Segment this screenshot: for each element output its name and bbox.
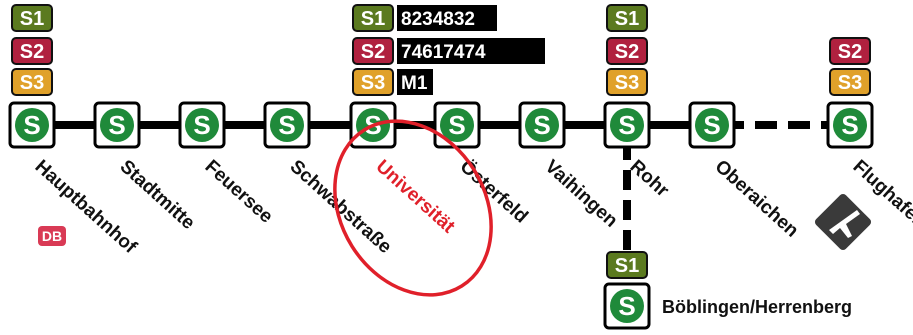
sbahn-symbol-label: S (448, 110, 465, 140)
line-badge-label: S2 (838, 41, 862, 63)
station-name-stadtmitte: Stadtmitte (116, 156, 199, 234)
line-badge-label: S2 (361, 41, 385, 63)
service-number-s2: 74617474 (397, 38, 545, 64)
line-badge-s2: S2 (606, 37, 648, 65)
line-badge-label: S1 (361, 8, 385, 30)
station-boeblingen-herrenberg: S (603, 282, 651, 330)
line-badge-s1: S1 (606, 251, 648, 279)
branch-station-name: Böblingen/Herrenberg (662, 297, 852, 317)
sbahn-symbol-label: S (703, 110, 720, 140)
line-badge-s3: S3 (829, 68, 871, 96)
line-badge-s3: S3 (352, 68, 394, 96)
line-badge-label: S1 (20, 8, 44, 30)
line-badge-label: S2 (615, 41, 639, 63)
line-badge-label: S2 (20, 41, 44, 63)
station-flughafen: S (826, 101, 874, 149)
sbahn-symbol-label: S (23, 110, 40, 140)
sbahn-icon (15, 108, 49, 142)
line-badge-label: S1 (615, 255, 639, 277)
station-vaihingen: S (518, 101, 566, 149)
branch: S1S Böblingen/Herrenberg (603, 251, 852, 330)
station-name-oesterfeld: Österfeld (456, 156, 532, 227)
line-badge-label: S3 (838, 72, 862, 94)
sbahn-icon (610, 289, 644, 323)
line-badge-label: S1 (615, 8, 639, 30)
line-badge-s1: S1 (606, 4, 648, 32)
sbahn-icon (610, 108, 644, 142)
station-name-oberaichen: Oberaichen (711, 156, 803, 242)
highlight-ellipse (333, 119, 493, 297)
station-rohr: S (603, 101, 651, 149)
line-badge-s1: S1 (11, 4, 53, 32)
station-schwabstrasse: S (263, 101, 311, 149)
service-number-s1: 8234832 (397, 5, 497, 31)
sbahn-icon (833, 108, 867, 142)
service-number-s3: M1 (397, 69, 433, 95)
line-badge-s2: S2 (829, 37, 871, 65)
sbahn-icon (185, 108, 219, 142)
station-name-feuersee: Feuersee (201, 156, 277, 227)
sbahn-icon (440, 108, 474, 142)
sbahn-symbol-label: S (618, 291, 635, 321)
station-oesterfeld: S (433, 101, 481, 149)
line-badge-label: S3 (615, 72, 639, 94)
service-number-label: 74617474 (401, 42, 486, 63)
line-badge-s3: S3 (606, 68, 648, 96)
service-number-label: M1 (401, 73, 428, 94)
db-badge: DB (38, 226, 66, 246)
sbahn-icon (695, 108, 729, 142)
sbahn-symbol-label: S (193, 110, 210, 140)
sbahn-symbol-label: S (841, 110, 858, 140)
station-name-rohr: Rohr (626, 156, 673, 202)
db-badge-label: DB (42, 228, 62, 244)
station-name-vaihingen: Vaihingen (541, 156, 622, 232)
sbahn-icon (270, 108, 304, 142)
station-feuersee: S (178, 101, 226, 149)
station-hauptbahnhof: S (8, 101, 56, 149)
line-badge-s2: S2 (352, 37, 394, 65)
station-stadtmitte: S (93, 101, 141, 149)
service-number-label: 8234832 (401, 9, 475, 30)
line-badge-s2: S2 (11, 37, 53, 65)
sbahn-symbol-label: S (108, 110, 125, 140)
sbahn-symbol-label: S (618, 110, 635, 140)
sbahn-symbol-label: S (278, 110, 295, 140)
station-name-universitaet: Universität (372, 156, 460, 238)
sbahn-icon (525, 108, 559, 142)
sbahn-symbol-label: S (533, 110, 550, 140)
line-badge-label: S3 (361, 72, 385, 94)
line-badge-s1: S1 (352, 4, 394, 32)
line-badge-label: S3 (20, 72, 44, 94)
station-oberaichen: S (688, 101, 736, 149)
airplane-icon (814, 193, 872, 251)
line-badge-s3: S3 (11, 68, 53, 96)
sbahn-icon (100, 108, 134, 142)
